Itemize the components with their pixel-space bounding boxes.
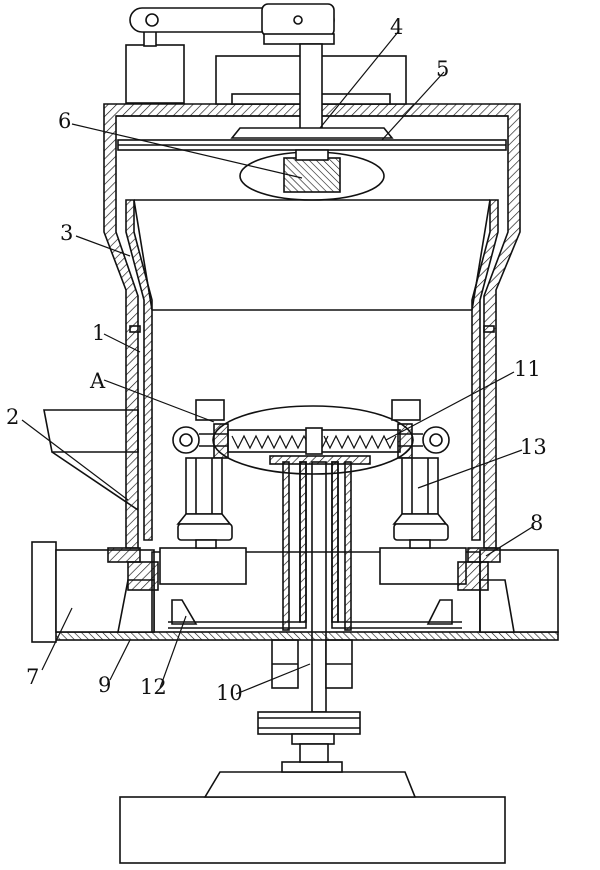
label-13: 13 bbox=[520, 435, 547, 459]
leader-8 bbox=[485, 525, 535, 557]
leader-2 bbox=[21, 419, 129, 501]
inner-collection-pan bbox=[151, 455, 481, 632]
leader-1 bbox=[103, 333, 141, 353]
inner-liner bbox=[125, 199, 499, 541]
rotor-disc bbox=[117, 127, 507, 160]
support-rings bbox=[107, 547, 501, 591]
hammer-assemblies bbox=[172, 399, 450, 549]
leader-7 bbox=[41, 607, 73, 671]
left-motor-block bbox=[31, 541, 155, 643]
label-3: 3 bbox=[60, 221, 73, 245]
feed-hopper bbox=[43, 409, 139, 511]
leader-4 bbox=[319, 31, 399, 129]
label-9: 9 bbox=[98, 673, 111, 697]
label-11: 11 bbox=[514, 357, 541, 381]
leader-6 bbox=[71, 123, 303, 179]
leader-lines bbox=[21, 31, 535, 695]
label-7: 7 bbox=[26, 665, 39, 689]
label-A: A bbox=[89, 369, 106, 393]
bottom-plate bbox=[39, 631, 559, 641]
label-12: 12 bbox=[140, 675, 167, 699]
leader-A bbox=[103, 379, 215, 423]
base-foundation bbox=[119, 761, 506, 864]
label-5: 5 bbox=[436, 57, 449, 81]
label-1: 1 bbox=[92, 321, 105, 345]
label-6: 6 bbox=[58, 109, 71, 133]
leader-9 bbox=[109, 639, 131, 681]
gear bbox=[239, 149, 385, 201]
leader-10 bbox=[235, 663, 311, 695]
part-labels: 4 5 6 3 1 A 2 11 13 8 7 9 12 10 bbox=[6, 15, 547, 705]
label-2: 2 bbox=[6, 405, 19, 429]
label-4: 4 bbox=[390, 15, 403, 39]
main-shaft bbox=[257, 461, 361, 763]
leader-11 bbox=[385, 371, 515, 441]
label-8: 8 bbox=[530, 511, 543, 535]
leader-12 bbox=[159, 615, 187, 689]
leader-13 bbox=[417, 449, 523, 489]
leader-3 bbox=[75, 235, 131, 257]
leader-5 bbox=[381, 71, 445, 141]
label-10: 10 bbox=[216, 681, 243, 705]
